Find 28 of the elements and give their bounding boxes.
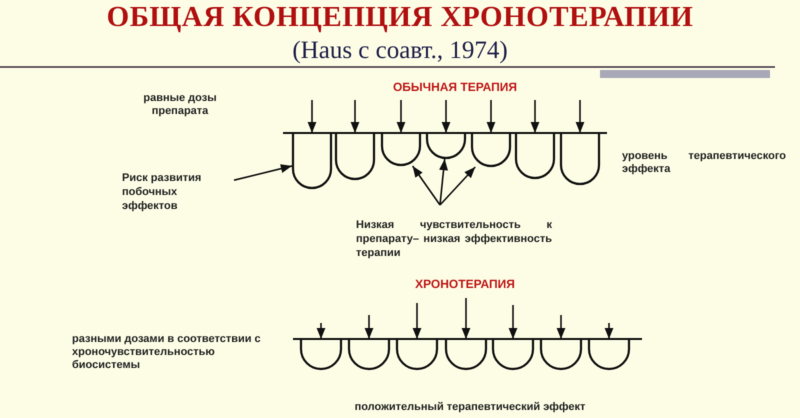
dose-arrow	[604, 323, 614, 339]
subtitle: (Haus с соавт., 1974)	[291, 36, 509, 66]
dose-arrow	[396, 100, 406, 133]
leader-arrow	[439, 166, 476, 206]
note-text: Низкая чувствительность к препарату– низкая эффективность терапии	[356, 219, 552, 260]
dose-arrow	[508, 305, 518, 339]
label-text: уровень терапевтического эффекта	[622, 150, 786, 176]
label-text: ОБЫЧНАЯ ТЕРАПИЯ	[392, 80, 518, 94]
leader-arrow	[412, 166, 441, 206]
dose-arrow	[462, 298, 470, 339]
label-text: разными дозами в соответствии с хроночувствительностью биосистемы	[72, 333, 262, 373]
dose-arrow	[556, 315, 566, 339]
dose-arrow	[530, 100, 540, 133]
dose-arrow	[350, 100, 360, 133]
label-text: равные дозы препарата	[142, 92, 218, 118]
label-text: ХРОНОТЕРАПИЯ	[414, 277, 516, 292]
dose-arrow	[486, 100, 496, 133]
leader-arrow	[234, 164, 292, 181]
title: ОБЩАЯ КОНЦЕПЦИЯ ХРОНОТЕРАПИИ	[106, 1, 694, 34]
dose-arrow	[316, 323, 326, 339]
dose-arrow	[308, 100, 316, 133]
dose-arrow	[412, 303, 422, 339]
dose-arrow	[576, 100, 584, 133]
dose-arrow	[364, 315, 374, 339]
leader-arrow	[439, 158, 448, 206]
label-text: положительный терапевтический эффект	[354, 401, 586, 414]
dose-arrow	[442, 100, 450, 133]
note-text: Риск развития побочных эффектов	[122, 172, 234, 214]
